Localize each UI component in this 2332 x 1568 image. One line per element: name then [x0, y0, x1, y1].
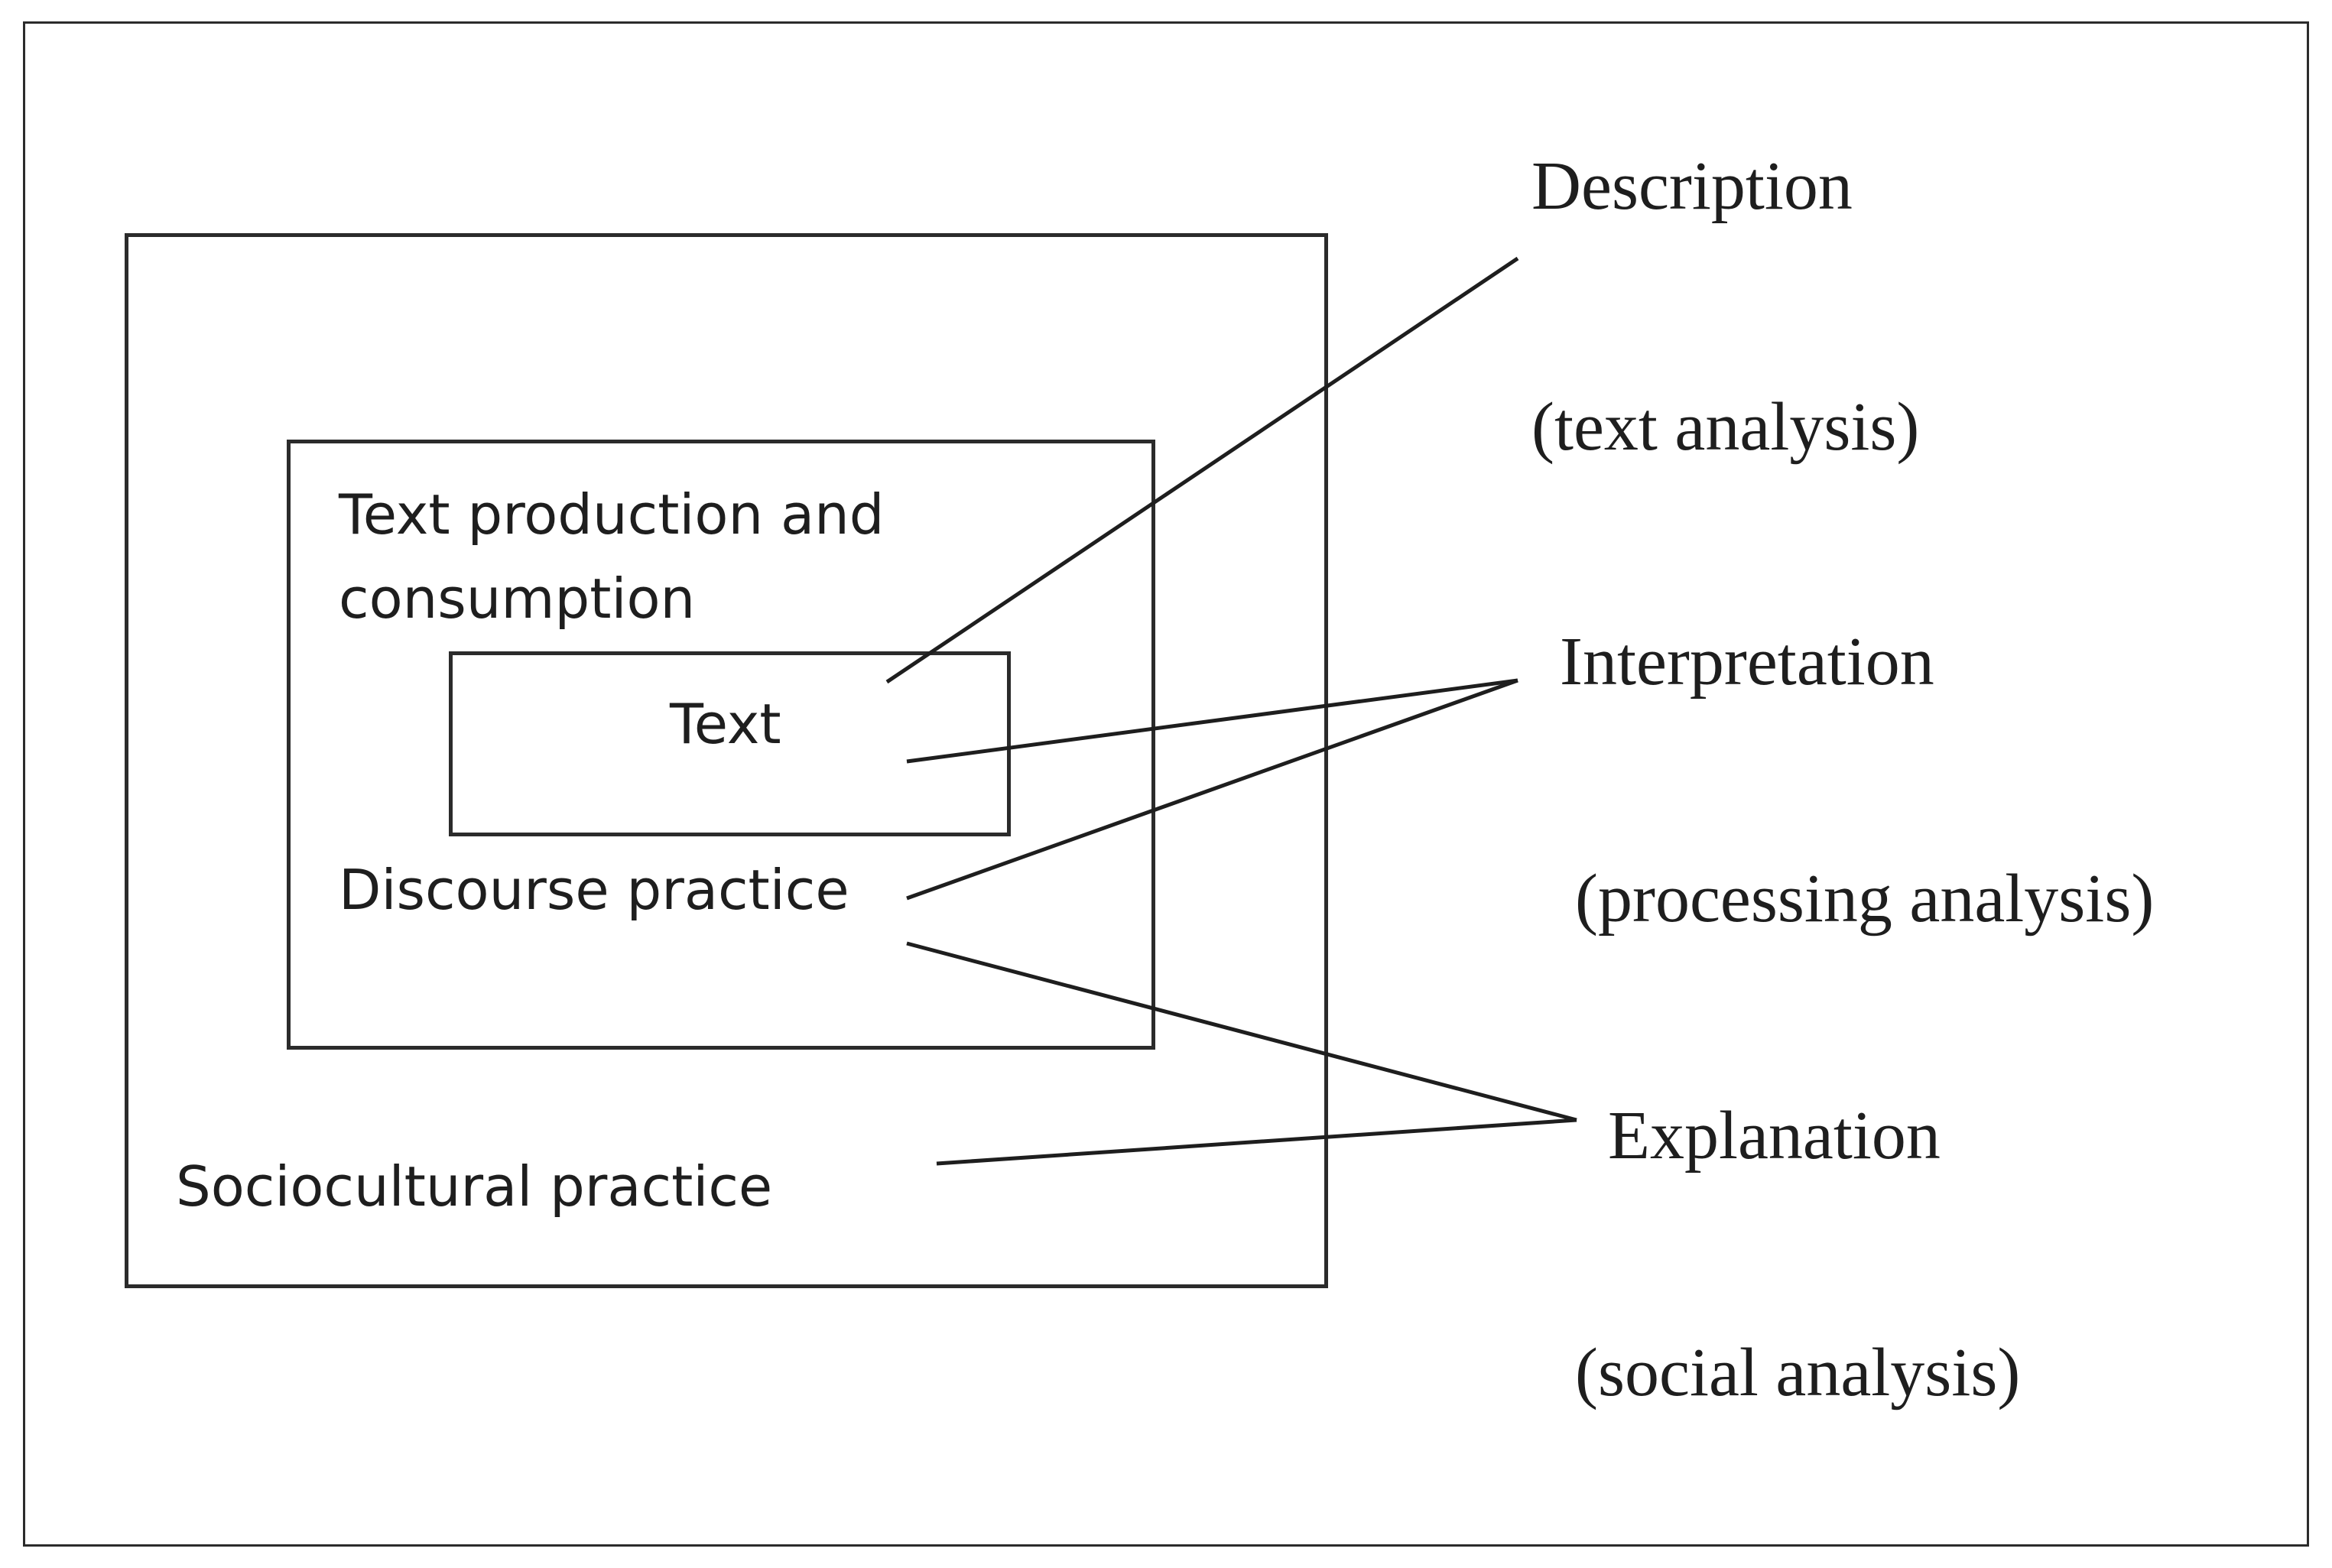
explanation-label: Explanation — [1608, 1098, 1941, 1174]
figure-frame — [23, 21, 2309, 1547]
sociocultural-practice-label: Sociocultural practice — [176, 1154, 773, 1219]
sociocultural-practice-box — [125, 233, 1328, 1288]
text-label: Text — [670, 692, 781, 756]
description-label: Description — [1531, 148, 1853, 224]
processing-analysis-label: (processing analysis) — [1575, 861, 2155, 937]
description-connector — [885, 256, 1519, 684]
discourse-practice-box — [287, 440, 1155, 1050]
text-box — [449, 651, 1011, 836]
explanation-discourse-connector — [906, 941, 1577, 1122]
interpretation-discourse-connector — [906, 678, 1518, 901]
social-analysis-label: (social analysis) — [1575, 1335, 2021, 1411]
discourse-practice-label: Discourse practice — [339, 858, 849, 922]
text-analysis-label: (text analysis) — [1531, 389, 1920, 465]
text-production-label: Text production and consumption — [339, 482, 885, 631]
interpretation-text-connector — [906, 678, 1518, 764]
interpretation-label: Interpretation — [1560, 624, 1934, 700]
explanation-sociocultural-connector — [936, 1118, 1577, 1166]
